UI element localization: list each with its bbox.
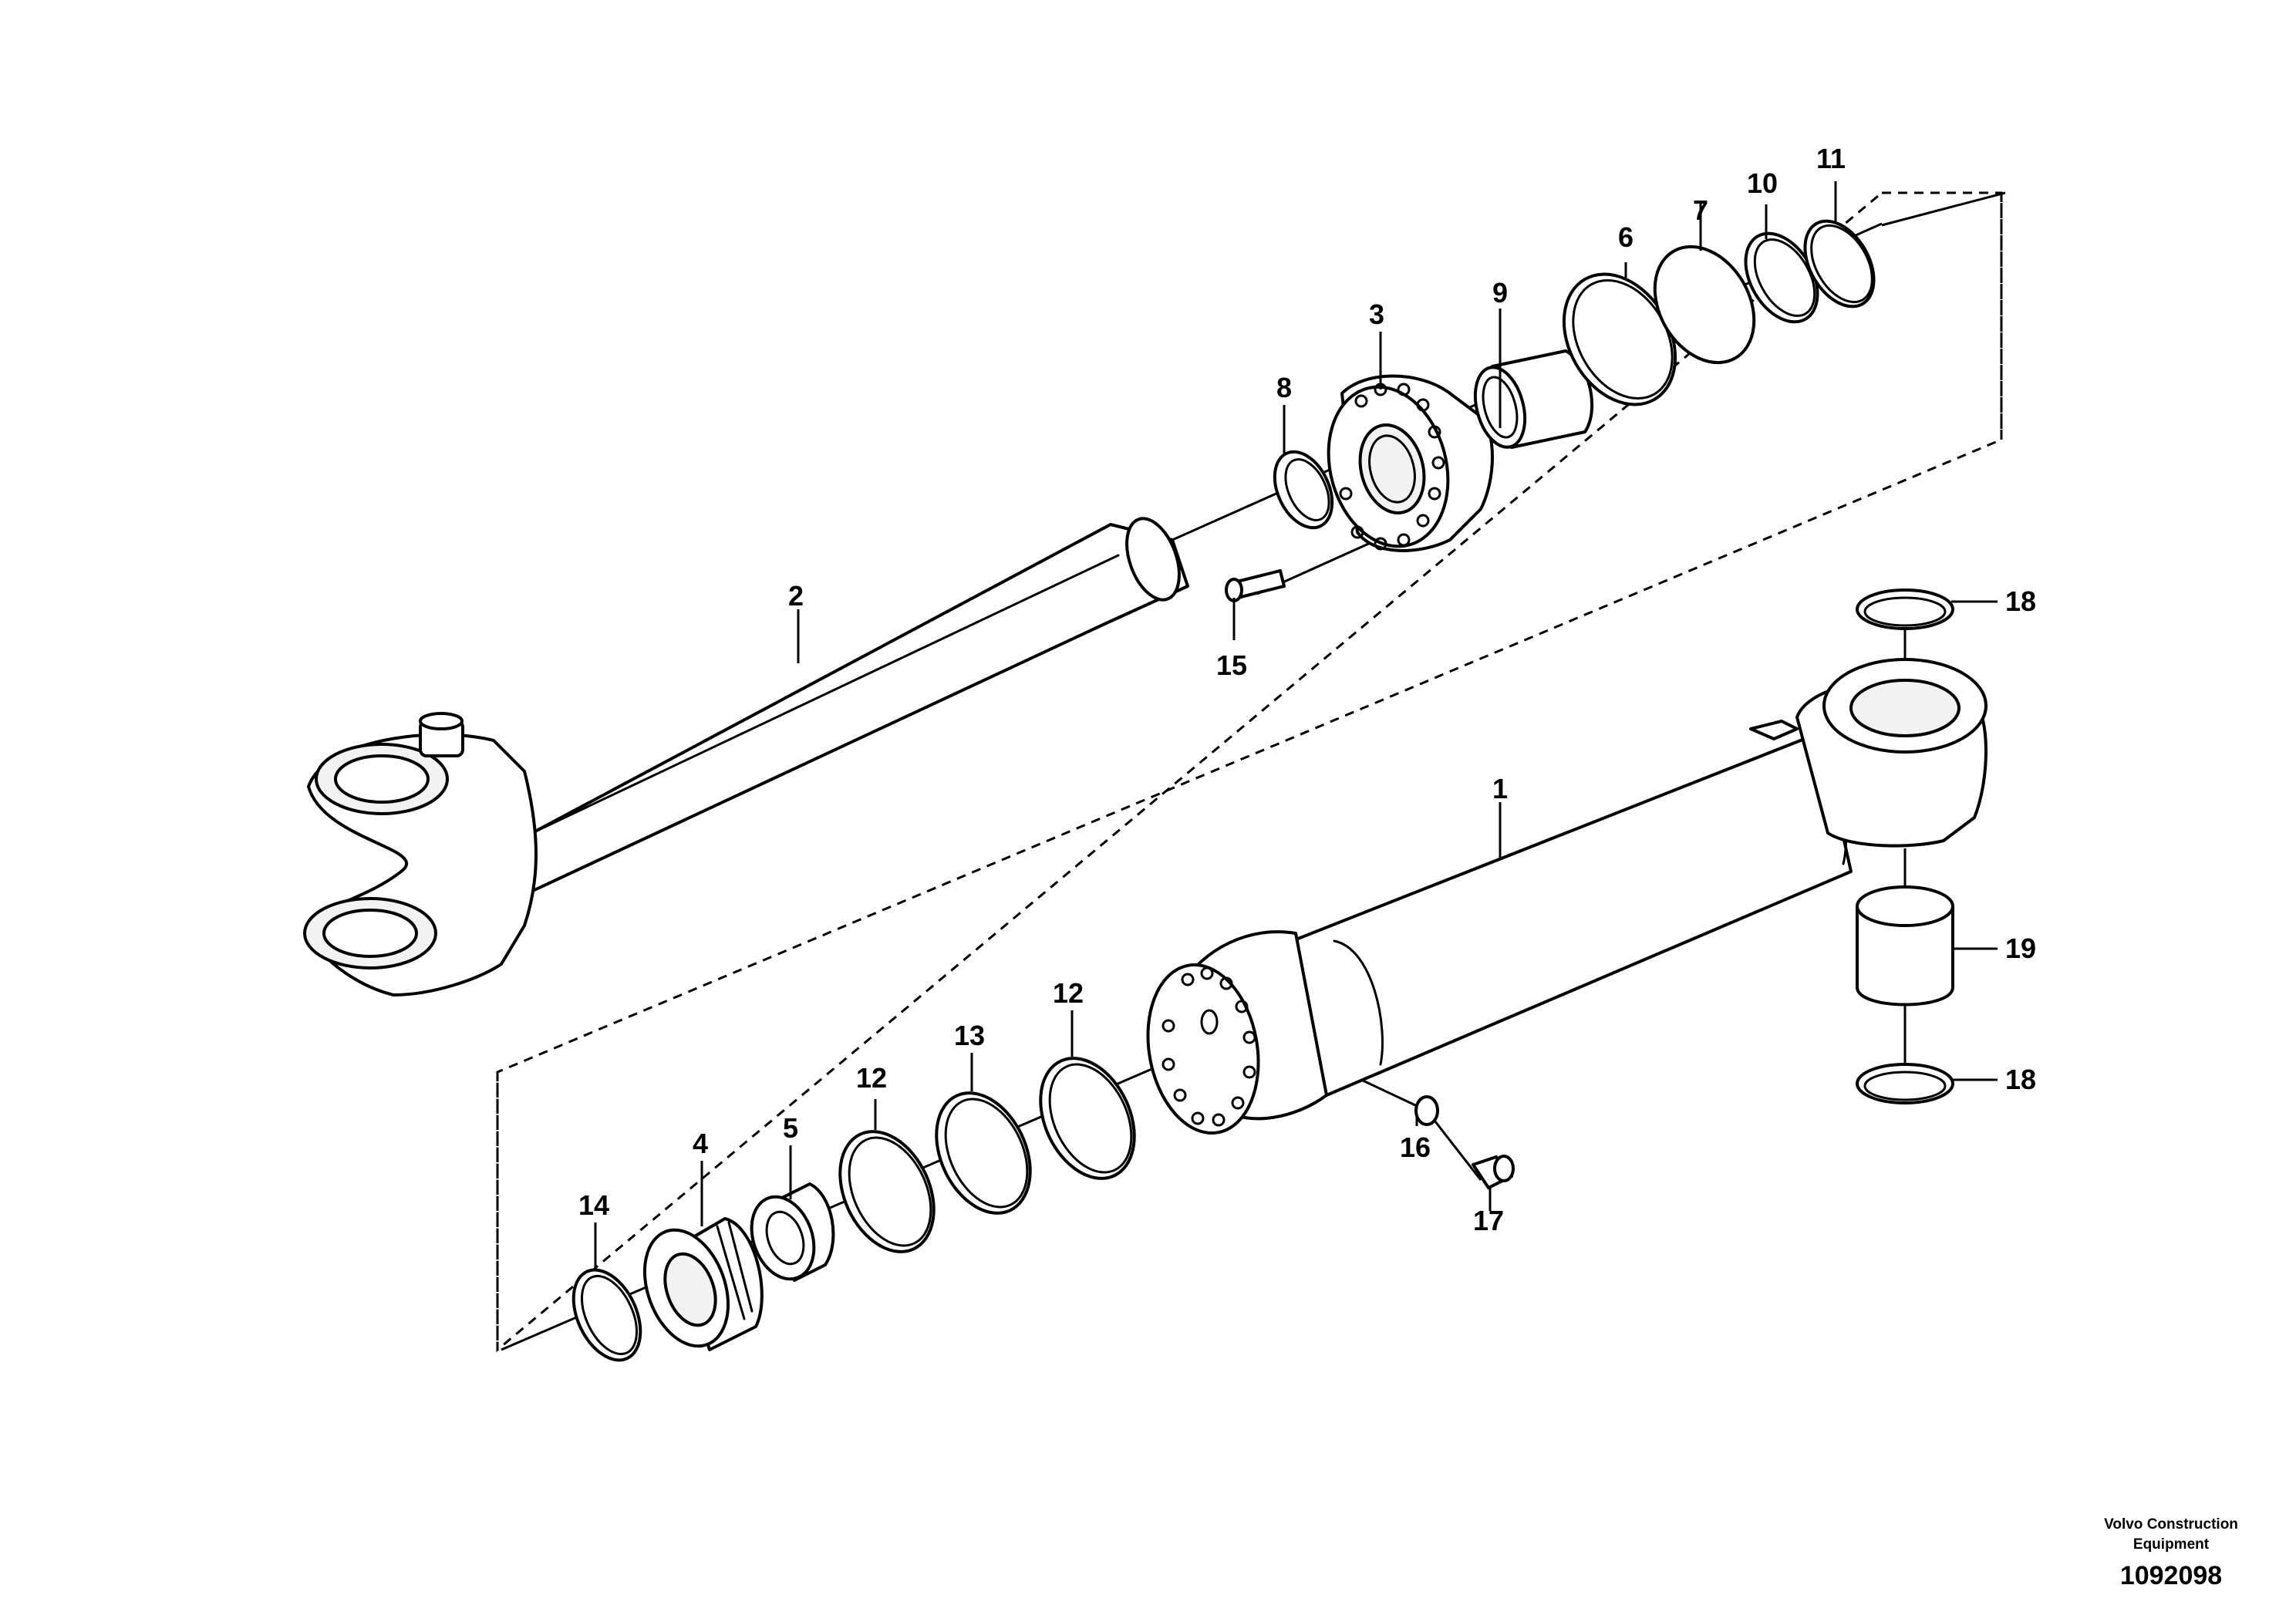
drawing-number: 1092098 [2120, 1561, 2222, 1590]
assembly-boundary [496, 191, 2003, 1353]
part-3-cylinder-head [1327, 374, 1494, 552]
part-16-washer [1414, 1095, 1439, 1126]
callout-6: 6 [1618, 221, 1633, 253]
bolt-holes [1339, 383, 1445, 551]
part-11-ring [1803, 219, 1876, 309]
leader-lines [594, 181, 1998, 1269]
callout-12-upper: 12 [1053, 977, 1084, 1009]
callout-11: 11 [1816, 143, 1846, 174]
callout-18-upper: 18 [2005, 585, 2036, 617]
callout-1: 1 [1492, 773, 1508, 804]
callout-16: 16 [1400, 1131, 1431, 1163]
part-4-piston [642, 1217, 764, 1351]
head-bolt-holes [1161, 966, 1256, 1127]
part-15-screw [1225, 569, 1286, 602]
part-12-ring-upper [1039, 1057, 1136, 1180]
callout-10: 10 [1747, 167, 1778, 199]
callout-19: 19 [2005, 932, 2036, 964]
callout-5: 5 [783, 1112, 798, 1144]
part-12-ring-lower [838, 1130, 936, 1253]
part-13-ring [935, 1091, 1032, 1215]
callout-8: 8 [1276, 372, 1292, 403]
callout-2: 2 [788, 580, 804, 612]
part-8-seal-ring [1273, 450, 1334, 530]
part-19-bushing [1856, 885, 1954, 1007]
part-17-plug [1472, 1155, 1515, 1189]
part-7-disc [1653, 244, 1756, 365]
footer: Volvo Construction Equipment 1092098 [2104, 1516, 2238, 1590]
callout-3: 3 [1369, 298, 1384, 330]
part-9-bushing [1473, 349, 1594, 449]
part-5-guide-ring [750, 1182, 835, 1282]
callout-4: 4 [693, 1128, 708, 1159]
callouts: 1 2 3 4 5 6 7 8 9 10 11 12 12 13 14 15 1… [578, 143, 2036, 1236]
callout-17: 17 [1473, 1205, 1504, 1236]
part-14-ring [571, 1268, 642, 1362]
publisher-line-1: Volvo Construction [2104, 1516, 2238, 1533]
part-18-ring-upper [1856, 588, 1954, 630]
part-18-ring-lower [1856, 1063, 1954, 1104]
callout-12-lower: 12 [856, 1062, 887, 1094]
callout-18-lower: 18 [2005, 1064, 2036, 1095]
piston-rod [303, 517, 1189, 996]
callout-9: 9 [1492, 277, 1508, 309]
publisher-line-2: Equipment [2133, 1536, 2210, 1553]
callout-13: 13 [954, 1020, 985, 1051]
callout-7: 7 [1693, 194, 1708, 226]
callout-15: 15 [1216, 649, 1247, 681]
callout-14: 14 [578, 1189, 609, 1221]
cylinder-barrel [1146, 658, 1988, 1135]
